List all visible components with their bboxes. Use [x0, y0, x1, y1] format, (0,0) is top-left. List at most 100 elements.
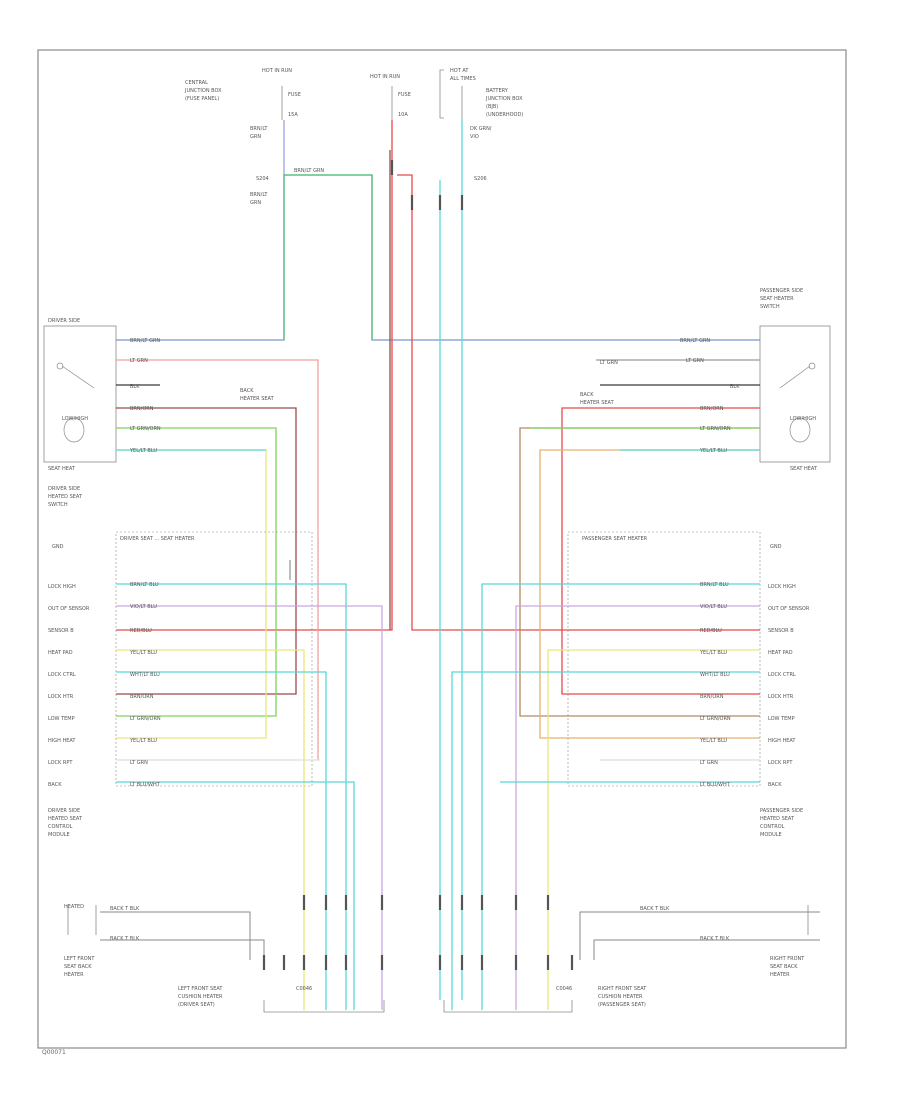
diagram-code: Q00071: [42, 1049, 66, 1056]
svg-text:WHT/LT BLU: WHT/LT BLU: [700, 672, 730, 678]
svg-text:YEL/LT BLU: YEL/LT BLU: [129, 448, 157, 454]
svg-text:BRN/ORN: BRN/ORN: [700, 406, 724, 412]
svg-text:BACK T BLK: BACK T BLK: [640, 906, 670, 912]
svg-text:HIGH HEAT: HIGH HEAT: [768, 738, 796, 744]
bottom-left-connector: HEATED BACK T BLK BACK T BLK LEFT FRONT …: [64, 904, 385, 1013]
svg-text:HEATED SEAT: HEATED SEAT: [48, 816, 83, 822]
svg-text:CUSHION HEATER: CUSHION HEATER: [178, 994, 223, 1000]
svg-text:BLK: BLK: [730, 384, 740, 390]
svg-text:C0046: C0046: [556, 986, 572, 992]
svg-text:FUSE: FUSE: [398, 92, 411, 98]
right-seat-module: PASSENGER SEAT HEATER GND LOCK HIGH OUT …: [567, 531, 810, 838]
svg-text:HIGH HEAT: HIGH HEAT: [48, 738, 76, 744]
svg-text:PASSENGER SEAT HEATER: PASSENGER SEAT HEATER: [582, 536, 648, 542]
svg-text:BRN/LT: BRN/LT: [250, 192, 268, 198]
svg-text:ALL TIMES: ALL TIMES: [450, 76, 476, 82]
svg-text:DRIVER SIDE: DRIVER SIDE: [48, 486, 80, 492]
svg-text:GND: GND: [52, 544, 64, 550]
left-seat-module: DRIVER SEAT ... SEAT HEATER GND LOCK HIG…: [48, 531, 313, 838]
svg-text:BLK: BLK: [130, 384, 140, 390]
svg-text:YEL/LT BLU: YEL/LT BLU: [699, 738, 727, 744]
svg-text:YEL/LT BLU: YEL/LT BLU: [699, 650, 727, 656]
svg-text:HOT IN RUN: HOT IN RUN: [370, 74, 400, 80]
svg-text:SWITCH: SWITCH: [760, 304, 780, 310]
svg-text:S204: S204: [256, 176, 269, 182]
svg-text:BACK: BACK: [48, 782, 62, 788]
svg-text:GND: GND: [770, 544, 782, 550]
svg-text:LT GRN: LT GRN: [130, 760, 148, 766]
svg-text:LOCK RPT: LOCK RPT: [768, 760, 793, 766]
svg-text:BACK T BLK: BACK T BLK: [110, 906, 140, 912]
svg-text:OUT OF SENSOR: OUT OF SENSOR: [768, 606, 810, 612]
svg-text:SENSOR B: SENSOR B: [48, 628, 74, 634]
svg-text:LOCK CTRL: LOCK CTRL: [48, 672, 76, 678]
svg-text:PASSENGER SIDE: PASSENGER SIDE: [760, 808, 803, 814]
svg-text:RIGHT FRONT: RIGHT FRONT: [770, 956, 805, 962]
left-switch-wires: [116, 359, 319, 760]
svg-text:SEAT HEATER: SEAT HEATER: [760, 296, 794, 302]
svg-text:LT GRN/ORN: LT GRN/ORN: [130, 426, 161, 432]
svg-text:LOW TEMP: LOW TEMP: [48, 716, 75, 722]
svg-text:BRN/LT: BRN/LT: [250, 126, 268, 132]
svg-text:OUT OF SENSOR: OUT OF SENSOR: [48, 606, 90, 612]
svg-text:LEFT FRONT: LEFT FRONT: [64, 956, 95, 962]
svg-text:LT GRN/ORN: LT GRN/ORN: [130, 716, 161, 722]
svg-text:FUSE: FUSE: [288, 92, 301, 98]
right-seat-switch: PASSENGER SIDE SEAT HEATER SWITCH LOW/HI…: [759, 288, 831, 472]
svg-text:SEAT BACK: SEAT BACK: [770, 964, 798, 970]
svg-text:BRN/LT GRN: BRN/LT GRN: [130, 338, 160, 344]
fuse-block-center: HOT IN RUN FUSE 10A: [370, 74, 411, 120]
fuse-block-left: HOT IN RUN CENTRAL JUNCTION BOX (FUSE PA…: [184, 68, 301, 120]
bottom-right-connector: BACK T BLK BACK T BLK RIGHT FRONT SEAT B…: [443, 905, 820, 1013]
right-module-labels: BRN/LT BLU VIO/LT BLU RED/BLU YEL/LT BLU…: [699, 582, 731, 788]
diagram-frame: [37, 49, 847, 1049]
svg-text:HOT IN RUN: HOT IN RUN: [262, 68, 292, 74]
svg-text:BRN/LT BLU: BRN/LT BLU: [700, 582, 729, 588]
svg-text:HEATER: HEATER: [64, 972, 84, 978]
svg-text:LT GRN/ORN: LT GRN/ORN: [700, 716, 731, 722]
svg-text:PASSENGER SIDE: PASSENGER SIDE: [760, 288, 803, 294]
svg-text:GRN: GRN: [250, 134, 261, 140]
svg-text:S206: S206: [474, 176, 487, 182]
svg-text:LOCK RPT: LOCK RPT: [48, 760, 73, 766]
svg-text:LOCK HTR: LOCK HTR: [768, 694, 794, 700]
svg-text:LT GRN: LT GRN: [686, 358, 704, 364]
svg-text:(FUSE PANEL): (FUSE PANEL): [185, 96, 219, 102]
right-module-wires: [451, 583, 760, 1010]
svg-text:(PASSENGER SEAT): (PASSENGER SEAT): [598, 1002, 646, 1008]
svg-text:LOCK HTR: LOCK HTR: [48, 694, 74, 700]
svg-text:GRN: GRN: [250, 200, 261, 206]
svg-text:LT GRN: LT GRN: [600, 360, 618, 366]
svg-text:LT BLU/WHT: LT BLU/WHT: [700, 782, 731, 788]
svg-text:BACK: BACK: [768, 782, 782, 788]
right-switch-wires: [519, 359, 760, 739]
svg-text:DRIVER SEAT ... SEAT HEATER: DRIVER SEAT ... SEAT HEATER: [120, 536, 195, 542]
svg-text:SEAT BACK: SEAT BACK: [64, 964, 92, 970]
svg-text:BRN/LT BLU: BRN/LT BLU: [130, 582, 159, 588]
left-module-labels: BRN/LT BLU VIO/LT BLU RED/BLU YEL/LT BLU…: [129, 582, 161, 788]
svg-text:CENTRAL: CENTRAL: [185, 80, 208, 86]
left-seat-switch: DRIVER SIDE LOW/HIGH SEAT HEAT DRIVER SI…: [43, 318, 117, 508]
svg-text:(BJB): (BJB): [486, 104, 498, 110]
svg-text:LT GRN: LT GRN: [700, 760, 718, 766]
svg-text:CONTROL: CONTROL: [48, 824, 73, 830]
svg-text:C0046: C0046: [296, 986, 312, 992]
svg-text:BACK: BACK: [240, 388, 254, 394]
svg-text:JUNCTION BOX: JUNCTION BOX: [485, 96, 523, 102]
svg-text:VIO: VIO: [470, 134, 479, 140]
svg-text:BRN/ORN: BRN/ORN: [130, 406, 154, 412]
svg-text:BRN/ORN: BRN/ORN: [130, 694, 154, 700]
svg-text:BACK T BLK: BACK T BLK: [110, 936, 140, 942]
svg-text:SEAT HEAT: SEAT HEAT: [790, 466, 818, 472]
fuse-block-right: HOT AT ALL TIMES BATTERY JUNCTION BOX (B…: [439, 68, 523, 120]
svg-text:HEATER: HEATER: [770, 972, 790, 978]
svg-text:DK GRN/: DK GRN/: [470, 126, 492, 132]
svg-text:LT GRN/ORN: LT GRN/ORN: [700, 426, 731, 432]
svg-text:LOW/HIGH: LOW/HIGH: [62, 416, 88, 422]
svg-text:MODULE: MODULE: [760, 832, 782, 838]
svg-text:YEL/LT BLU: YEL/LT BLU: [129, 650, 157, 656]
svg-text:HEAT PAD: HEAT PAD: [768, 650, 793, 656]
left-module-wires: [116, 560, 383, 1010]
svg-text:(UNDERHOOD): (UNDERHOOD): [486, 112, 523, 118]
